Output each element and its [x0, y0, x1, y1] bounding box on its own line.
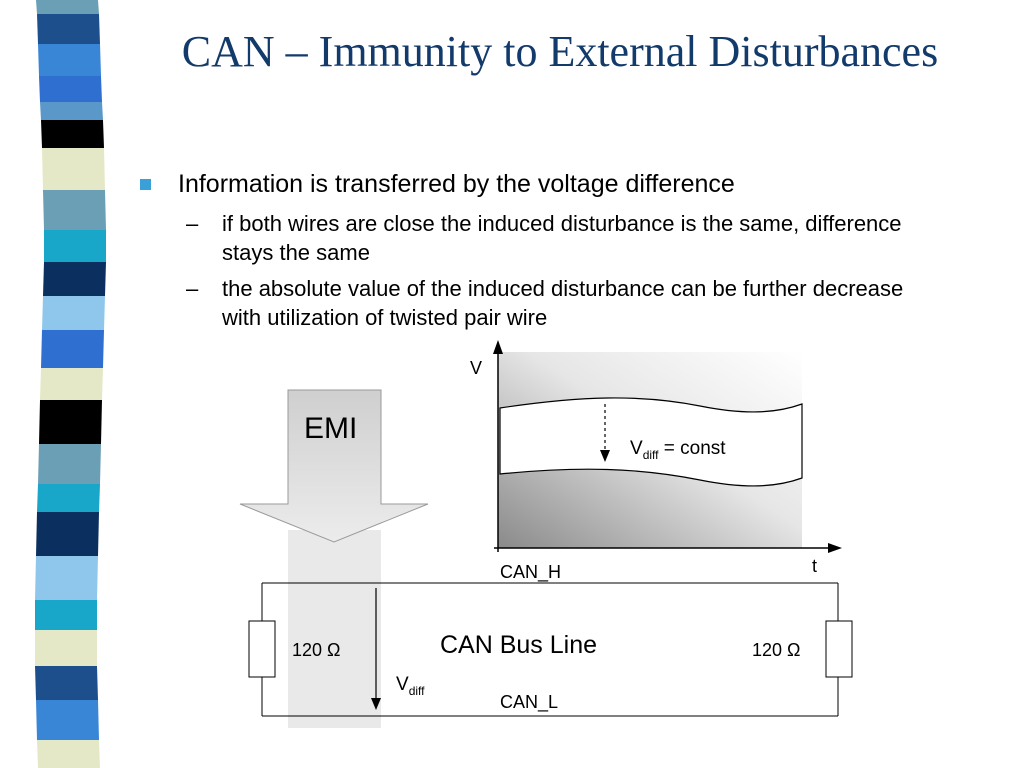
resistor-right	[825, 620, 853, 678]
can-h-label: CAN_H	[500, 562, 561, 583]
bus-wires	[261, 582, 839, 717]
resistor-left	[248, 620, 276, 678]
bus-line-label: CAN Bus Line	[440, 631, 597, 659]
stripe-blocks	[35, 0, 106, 768]
vdiff-bus-arrow	[371, 588, 381, 710]
sub-bullet-2-text: the absolute value of the induced distur…	[222, 276, 904, 330]
axis-t-label: t	[812, 556, 817, 576]
dash-marker: –	[186, 276, 199, 301]
axis-v-label: V	[470, 358, 482, 378]
bullet-main-text: Information is transferred by the voltag…	[178, 170, 735, 198]
vdiff-bus-label: Vdiff	[396, 674, 425, 698]
t-axis	[494, 543, 842, 553]
square-bullet-icon	[140, 179, 151, 190]
resistor-left-label: 120 Ω	[292, 640, 341, 660]
resistor-right-label: 120 Ω	[752, 640, 801, 660]
sub-bullet-1-text: if both wires are close the induced dist…	[222, 211, 902, 265]
signal-band	[499, 397, 803, 487]
sub-bullet-1: – if both wires are close the induced di…	[140, 209, 940, 267]
bullet-main: Information is transferred by the voltag…	[140, 166, 940, 202]
vdiff-const-label: Vdiff = const	[630, 438, 726, 462]
emi-arrow	[239, 389, 429, 543]
bullet-list: Information is transferred by the voltag…	[140, 166, 940, 332]
vdiff-arrow	[600, 404, 610, 462]
emi-label: EMI	[304, 412, 357, 445]
can-l-label: CAN_L	[500, 692, 558, 713]
dash-marker: –	[186, 211, 199, 236]
emi-shadow-column	[288, 530, 381, 728]
v-axis	[493, 340, 503, 552]
sub-bullet-2: – the absolute value of the induced dist…	[140, 274, 940, 332]
slide-title: CAN – Immunity to External Disturbances	[181, 27, 939, 76]
decorative-stripe-bar	[35, 0, 106, 768]
